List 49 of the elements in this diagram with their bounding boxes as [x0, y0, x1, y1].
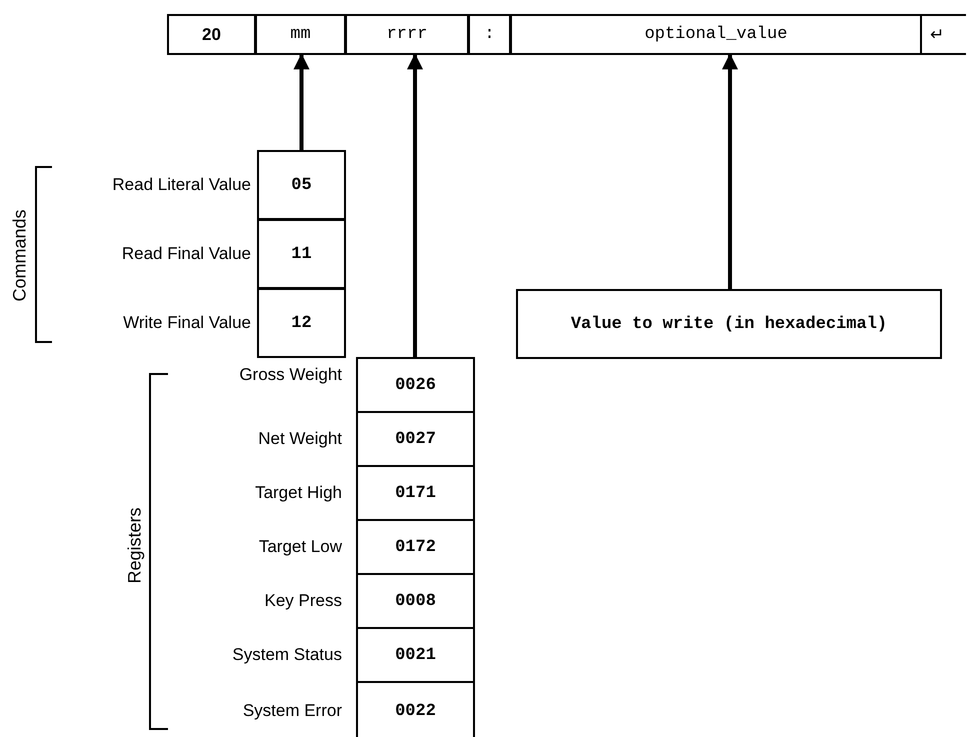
field-cell	[257, 219, 346, 289]
field-value: 0021	[395, 646, 436, 664]
arrow	[722, 53, 738, 289]
field-cell	[356, 357, 475, 413]
field-cell	[356, 519, 475, 575]
field-cell	[356, 681, 475, 737]
row-label: Target High	[255, 483, 342, 503]
field-value: 0172	[395, 538, 436, 556]
field-value: 20	[202, 24, 221, 44]
field-value: 05	[291, 176, 312, 194]
field-cell	[345, 14, 469, 55]
row-label: System Status	[232, 645, 342, 665]
row-label: Key Press	[264, 591, 342, 611]
arrow	[407, 53, 423, 357]
row-label: Gross Weight	[239, 365, 342, 385]
description-box	[516, 289, 942, 359]
arrow	[294, 53, 310, 150]
row-label: Read Final Value	[122, 244, 251, 264]
row-label: Read Literal Value	[112, 175, 251, 195]
field-value: mm	[290, 25, 311, 44]
field-value: 0171	[395, 484, 436, 502]
field-cell	[257, 150, 346, 220]
description-text: Value to write (in hexadecimal)	[570, 314, 888, 334]
row-label: Write Final Value	[123, 313, 251, 333]
field-value: 0027	[395, 430, 436, 448]
field-value: 0022	[395, 702, 436, 720]
field-cell	[356, 627, 475, 683]
group-label: Registers	[124, 506, 146, 584]
field-cell	[257, 288, 346, 358]
row-label: Target Low	[258, 537, 342, 557]
row-label: System Error	[242, 701, 342, 721]
field-cell	[356, 573, 475, 629]
field-value: 0026	[395, 376, 436, 394]
field-value: rrrr	[386, 25, 428, 44]
field-value: 0008	[395, 592, 436, 610]
field-value: optional_value	[644, 25, 788, 44]
field-cell	[167, 14, 256, 55]
field-cell	[920, 14, 966, 55]
row-label: Net Weight	[258, 429, 342, 449]
field-cell	[356, 411, 475, 467]
group-label: Commands	[10, 208, 31, 302]
field-cell	[510, 14, 922, 55]
field-cell	[468, 14, 511, 55]
field-cell	[356, 465, 475, 521]
field-value: 11	[291, 244, 312, 264]
field-value: ↵	[930, 24, 944, 45]
field-cell	[255, 14, 346, 55]
field-value: :	[484, 25, 495, 44]
field-value: 12	[291, 314, 312, 332]
